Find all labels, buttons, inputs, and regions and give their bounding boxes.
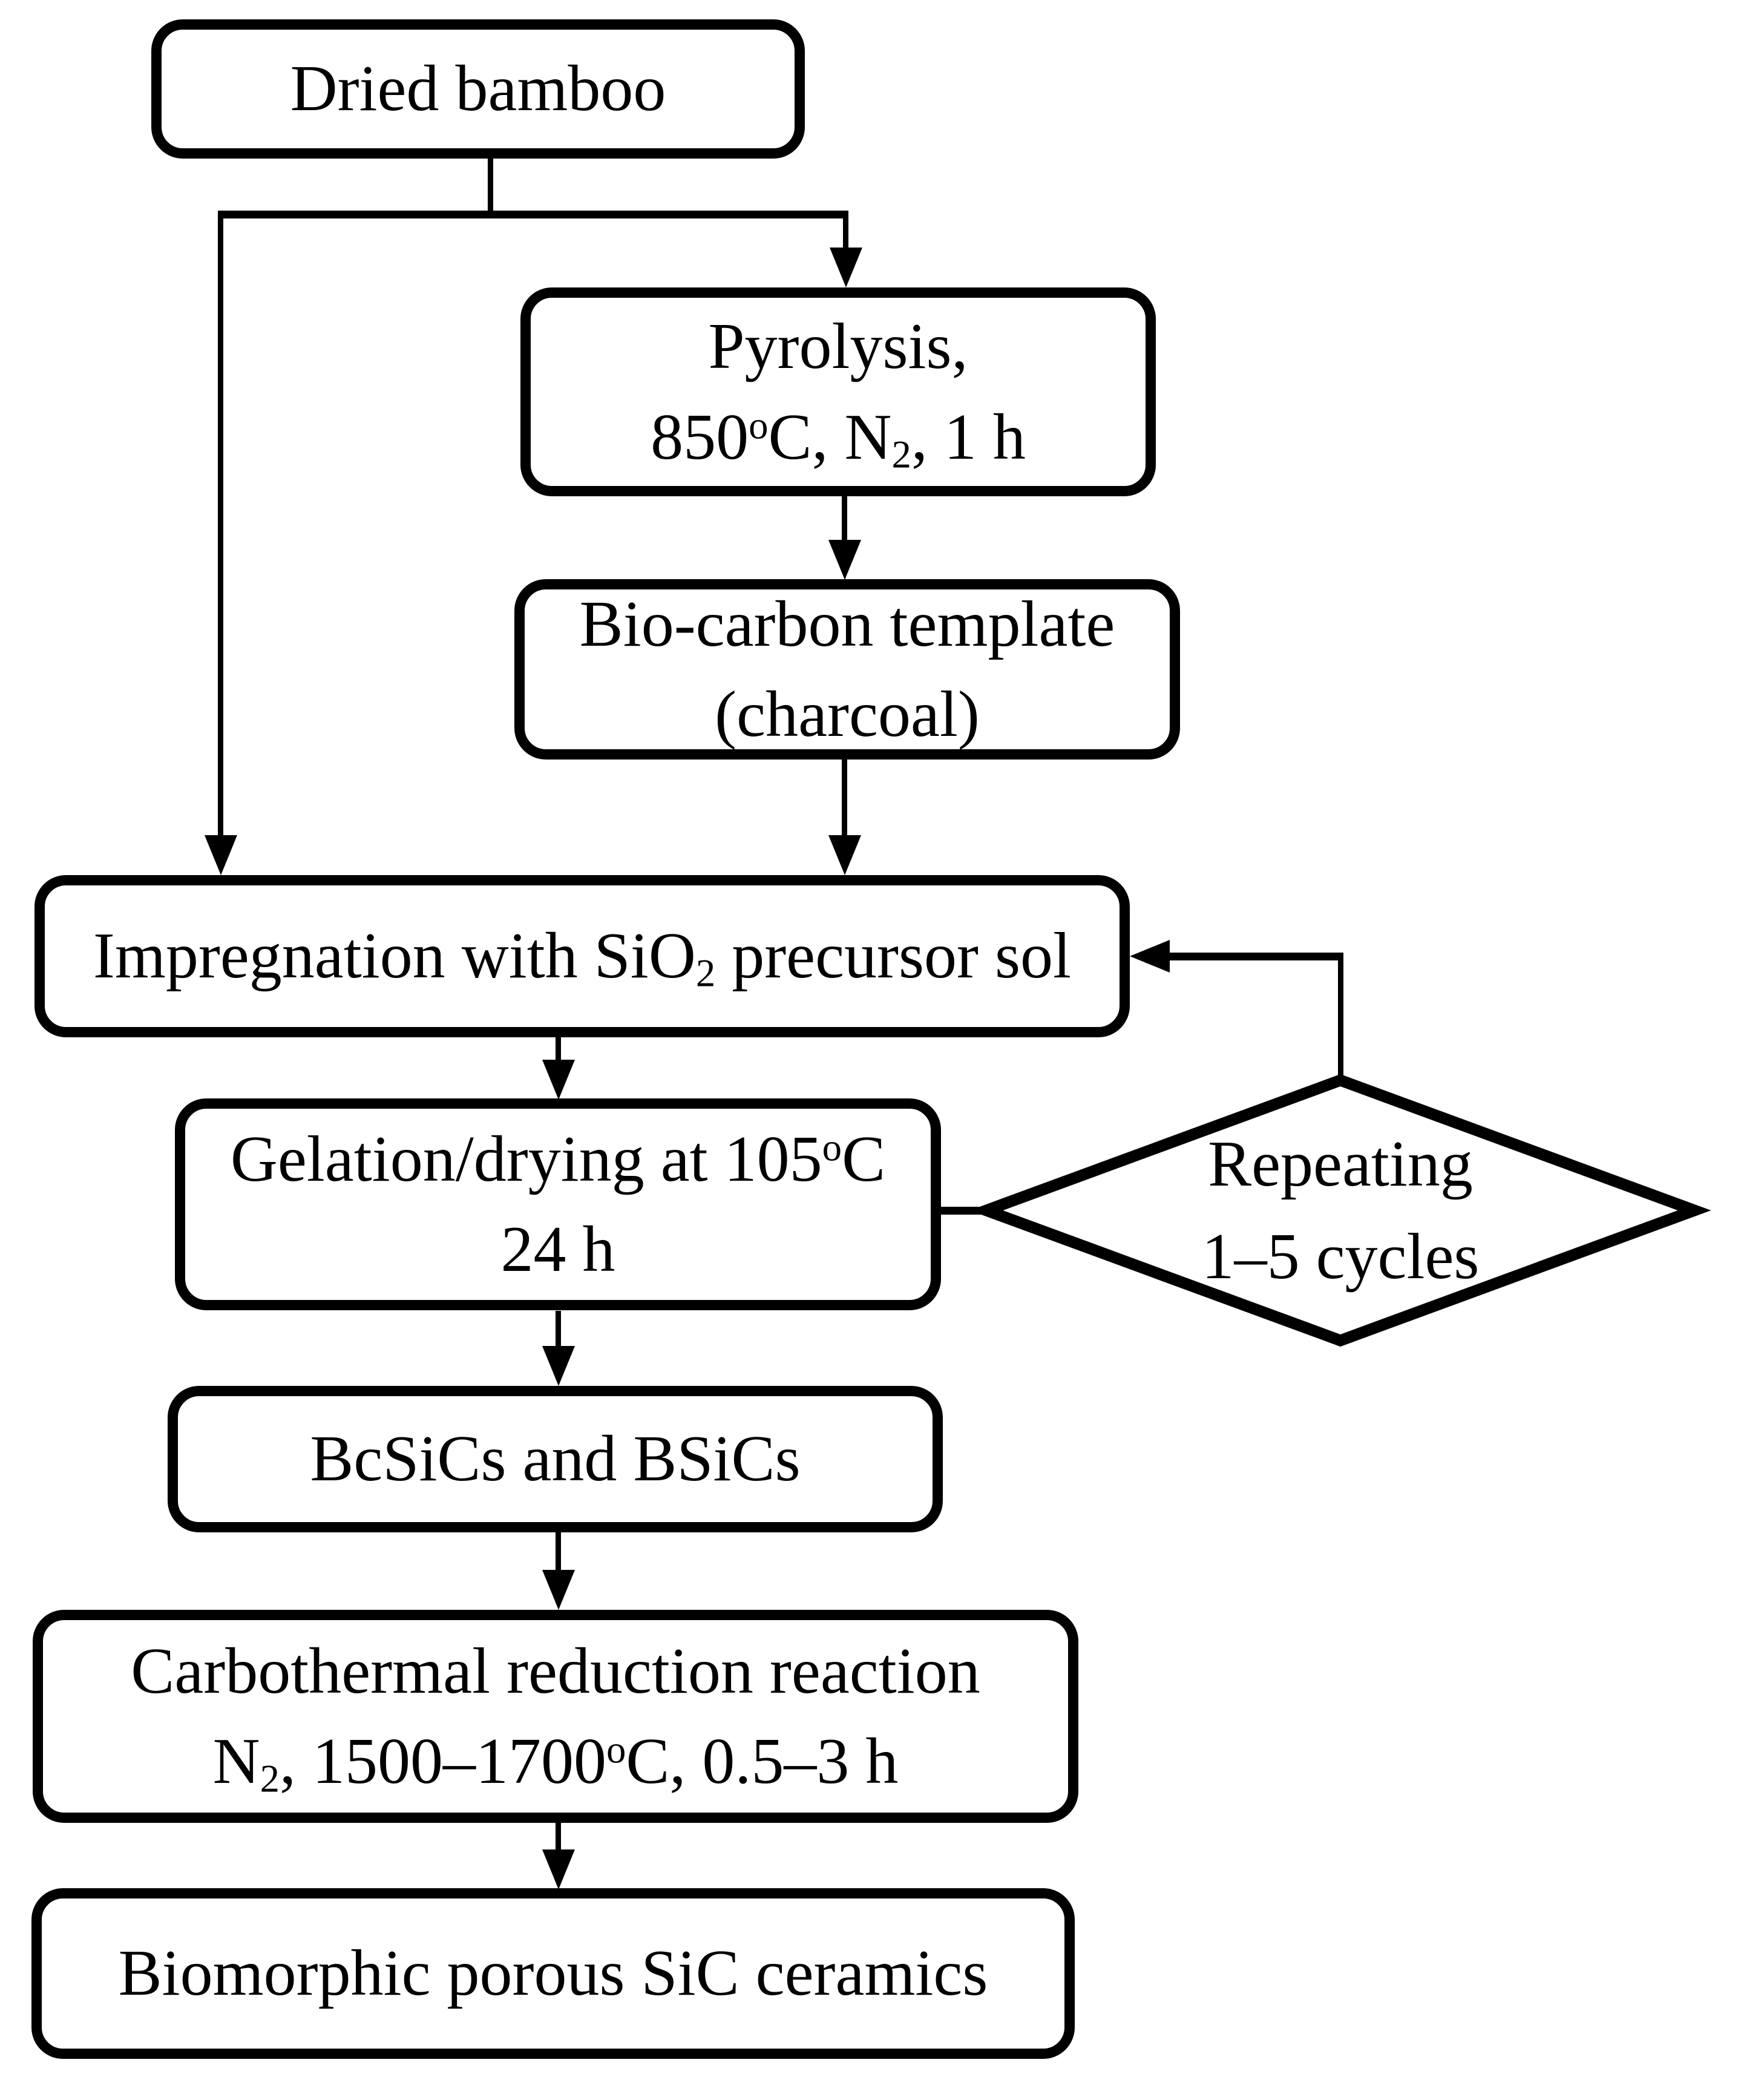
- repeat-decision-label: Repeating 1–5 cycles: [1059, 1111, 1622, 1310]
- subscript-2: 2: [695, 951, 716, 996]
- node-impregnation: Impregnation with SiO2 precursor sol: [34, 875, 1130, 1037]
- arrowhead-down-icon: [542, 1060, 575, 1100]
- node-carbothermal-reduction: Carbothermal reduction reaction N2, 1500…: [33, 1610, 1078, 1823]
- node-biomorphic-label: Biomorphic porous SiC ceramics: [118, 1937, 988, 2010]
- connector-bamboo-stem: [488, 156, 493, 218]
- connector-impregnation-gelation: [556, 1037, 561, 1063]
- arrowhead-down-icon: [828, 835, 861, 875]
- connector-split-impregnation: [218, 211, 223, 838]
- repeat-decision-line2: 1–5 cycles: [1201, 1221, 1480, 1293]
- arrowhead-down-icon: [542, 1849, 575, 1889]
- subscript-2: 2: [891, 432, 911, 476]
- node-pyrolysis-line2: 850oC, N2, 1 h: [651, 401, 1026, 476]
- node-gelation-line2: 24 h: [500, 1213, 615, 1285]
- connector-biocarbon-impregnation: [842, 759, 847, 838]
- node-bcsics-label: BcSiCs and BSiCs: [310, 1423, 801, 1495]
- repeat-decision-diamond: [969, 1074, 1711, 1347]
- node-gelation-drying: Gelation/drying at 105oC 24 h: [175, 1098, 941, 1310]
- connector-split-pyrolysis: [843, 211, 848, 249]
- arrowhead-left-icon: [1130, 940, 1170, 973]
- node-biomorphic-porous-sic: Biomorphic porous SiC ceramics: [31, 1888, 1075, 2059]
- node-carbothermal-line1: Carbothermal reduction reaction: [131, 1635, 980, 1707]
- node-pyrolysis-line1: Pyrolysis,: [708, 310, 968, 383]
- node-dried-bamboo-label: Dried bamboo: [290, 53, 666, 125]
- connector-diamond-impregnation-horizontal: [1168, 953, 1343, 960]
- arrowhead-down-icon: [542, 1570, 575, 1610]
- connector-carbothermal-biomorphic: [556, 1823, 561, 1852]
- connector-gelation-bcsics: [556, 1311, 561, 1348]
- connector-bcsics-carbothermal: [556, 1532, 561, 1572]
- node-pyrolysis: Pyrolysis, 850oC, N2, 1 h: [520, 287, 1156, 496]
- connector-split-bar: [218, 211, 848, 218]
- repeat-decision-diamond-shape: [969, 1074, 1711, 1347]
- arrowhead-down-icon: [830, 248, 862, 287]
- node-bio-carbon-line2: (charcoal): [715, 678, 980, 750]
- node-carbothermal-line2: N2, 1500–1700oC, 0.5–3 h: [212, 1725, 899, 1801]
- repeat-decision-line1: Repeating: [1208, 1127, 1473, 1200]
- node-impregnation-label: Impregnation with SiO2 precursor sol: [93, 920, 1072, 996]
- node-bcsics-bsics: BcSiCs and BSiCs: [168, 1386, 943, 1532]
- node-bio-carbon-line1: Bio-carbon template: [579, 588, 1115, 660]
- node-bio-carbon-template: Bio-carbon template (charcoal): [514, 579, 1180, 760]
- superscript-degree: o: [749, 403, 769, 447]
- superscript-degree: o: [606, 1728, 626, 1772]
- connector-pyrolysis-biocarbon: [842, 495, 847, 542]
- arrowhead-down-icon: [205, 835, 237, 875]
- arrowhead-down-icon: [828, 540, 861, 580]
- node-dried-bamboo: Dried bamboo: [151, 19, 805, 159]
- superscript-degree: o: [822, 1126, 842, 1170]
- node-gelation-line1: Gelation/drying at 105oC: [230, 1123, 886, 1195]
- connector-diamond-impregnation-vertical: [1338, 953, 1343, 1085]
- subscript-2: 2: [260, 1757, 280, 1801]
- arrowhead-down-icon: [542, 1346, 575, 1386]
